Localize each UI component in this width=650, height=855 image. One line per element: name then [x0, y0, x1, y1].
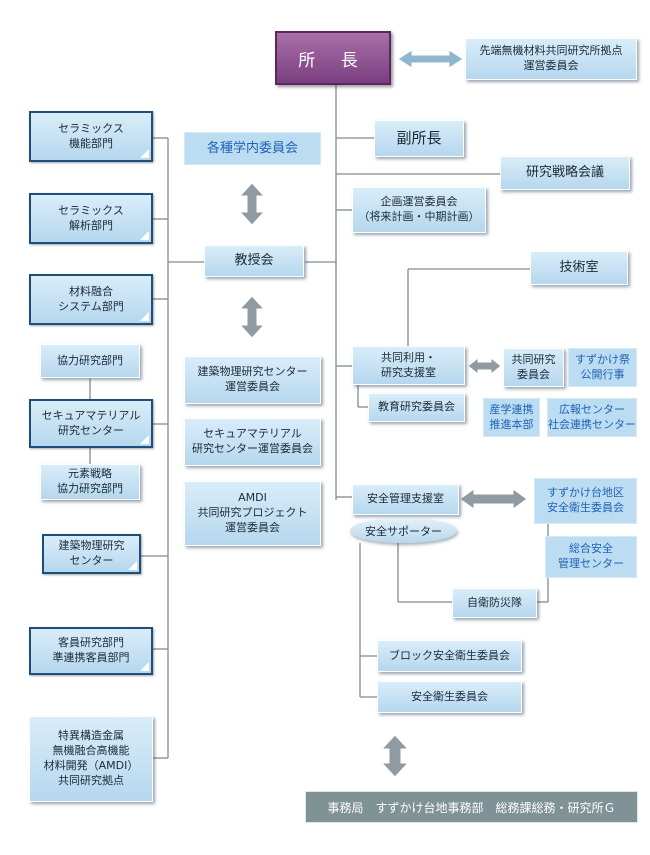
cooperative-department: 協力研究部門	[40, 344, 140, 378]
secure-material-center: セキュアマテリアル 研究センター	[29, 399, 153, 448]
director-box: 所 長	[275, 31, 391, 85]
joint-research-committee: 共同研究 委員会	[503, 348, 564, 387]
suzukake-festival-box: すずかけ祭 公開行事	[568, 348, 637, 387]
health-committee-box: 安全衛生委員会	[377, 681, 522, 713]
vertical-double-arrow-icon	[238, 295, 266, 339]
vertical-double-arrow-icon	[380, 734, 410, 778]
secretariat-footer: 事務局 すずかけ台地事務部 総務課総務・研究所Ｇ	[305, 791, 638, 823]
safety-office-box: 安全管理支援室	[352, 484, 459, 515]
safety-supporters-ellipse: 安全サポーター	[350, 518, 457, 543]
fire-team-box: 自衛防災隊	[452, 588, 537, 618]
building-physics-center: 建築物理研究 センター	[42, 534, 141, 574]
materials-fusion-department: 材料融合 システム部門	[29, 274, 153, 325]
building-physics-committee: 建築物理研究センター 運営委員会	[184, 356, 321, 404]
vice-director-box: 副所長	[374, 120, 464, 157]
double-arrow-icon	[397, 49, 464, 69]
area-safety-committee: すずかけ台地区 安全衛生委員会	[534, 478, 637, 524]
education-committee-box: 教育研究委員会	[368, 393, 465, 422]
industry-collaboration-box: 産学連携 推進本部	[483, 398, 540, 437]
block-safety-committee: ブロック安全衛生委員会	[377, 640, 522, 672]
element-strategy-department: 元素戦略 協力研究部門	[40, 464, 140, 500]
advanced-committee-box: 先端無機材料共同研究所拠点 運営委員会	[465, 38, 637, 80]
double-arrow-icon	[459, 488, 528, 510]
amdi-committee: AMDI 共同研究プロジェクト 運営委員会	[184, 481, 321, 546]
pr-center-box: 広報センター 社会連携センター	[547, 398, 637, 437]
general-safety-center: 総合安全 管理センター	[545, 536, 637, 578]
ceramics-function-department: セラミックス 機能部門	[29, 111, 153, 162]
planning-committee-box: 企画運営委員会 （将来計画・中期計画）	[352, 187, 486, 233]
university-committees-box: 各種学内委員会	[184, 132, 321, 165]
ceramics-analysis-department: セラミックス 解析部門	[29, 193, 153, 244]
tech-office-box: 技術室	[530, 251, 628, 285]
amdi-department: 特異構造金属 無機融合高機能 材料開発（AMDI） 共同研究拠点	[29, 716, 153, 802]
faculty-council-box: 教授会	[204, 245, 304, 277]
double-arrow-icon	[467, 356, 502, 376]
secure-material-committee: セキュアマテリアル 研究センター運営委員会	[184, 418, 321, 466]
strategy-meeting-box: 研究戦略会議	[500, 156, 630, 190]
visiting-department: 客員研究部門 準連携客員部門	[29, 627, 153, 675]
joint-use-office: 共同利用・ 研究支援室	[352, 346, 465, 385]
vertical-double-arrow-icon	[238, 182, 266, 226]
